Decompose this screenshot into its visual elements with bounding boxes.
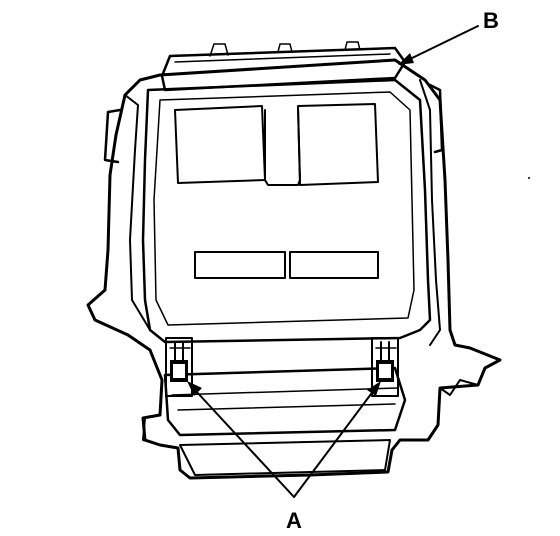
middle-slot-left	[194, 251, 286, 279]
lower-cross-bar	[163, 366, 407, 476]
callout-label-b: B	[483, 8, 499, 33]
callout-b-leader	[398, 25, 479, 65]
stray-mark	[528, 177, 530, 179]
callout-a-leaders	[187, 381, 381, 498]
middle-slot-right	[289, 251, 379, 279]
seat-back-frame	[86, 41, 502, 480]
left-latch	[165, 337, 193, 397]
seat-back-inner-panel	[141, 78, 432, 344]
upper-pockets	[174, 103, 379, 186]
middle-slots	[194, 251, 379, 279]
right-latch	[371, 337, 399, 397]
callout-label-a: A	[286, 508, 302, 533]
